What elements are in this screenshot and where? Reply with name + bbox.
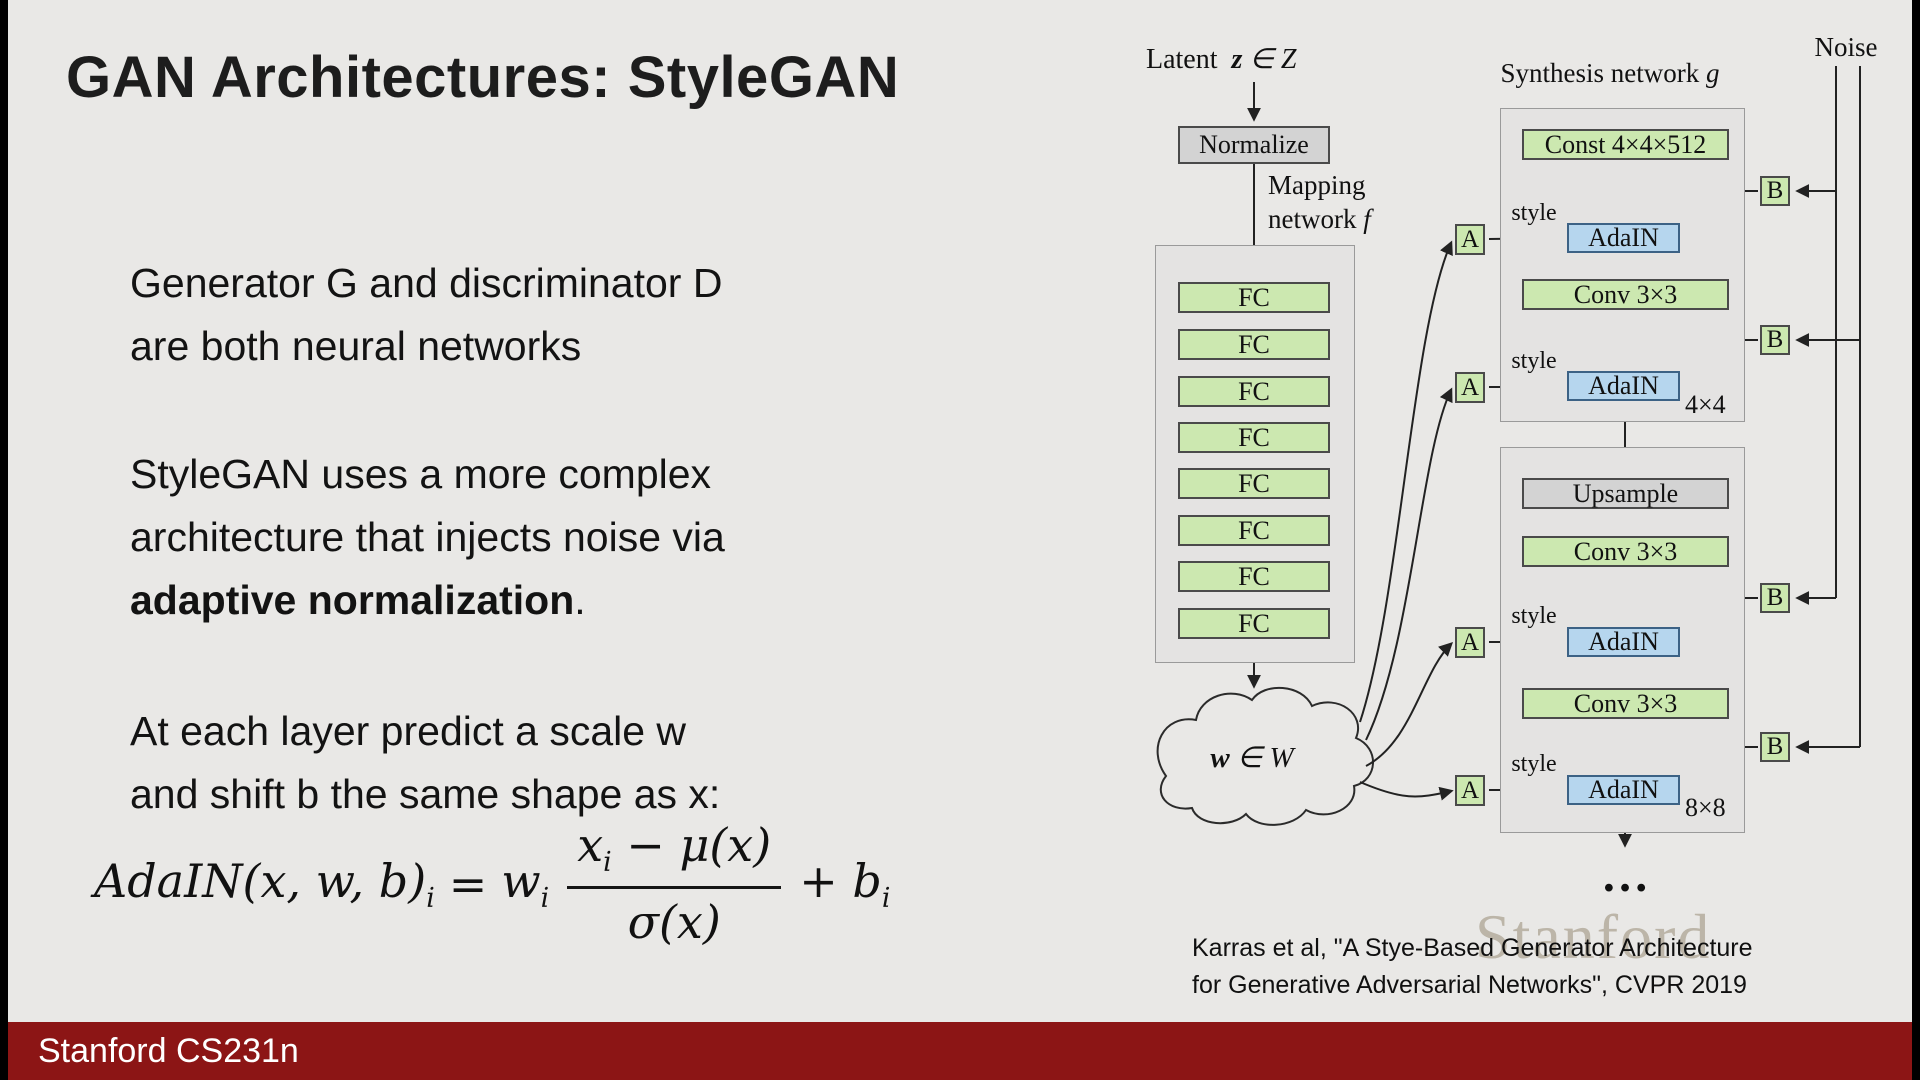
citation-line: for Generative Adversarial Networks", CV…	[1192, 971, 1747, 999]
noise-scale-b-box: B	[1760, 325, 1790, 355]
text-line: adaptive normalization.	[130, 569, 725, 632]
formula-denominator: σ(x)	[567, 886, 782, 949]
style-label: style	[1511, 348, 1557, 374]
adain-box: AdaIN	[1567, 627, 1680, 657]
paragraph-generator: Generator G and discriminator D are both…	[130, 252, 722, 378]
style-label: style	[1511, 751, 1557, 777]
formula-tail: + bi	[799, 853, 891, 914]
fc-layer-box: FC	[1178, 468, 1330, 499]
conv-box: Conv 3×3	[1522, 279, 1729, 310]
text-line: and shift b the same shape as x:	[130, 771, 721, 817]
formula-lhs: AdaIN(x, w, b)i	[94, 853, 435, 914]
synthesis-network-label: Synthesis network g	[1500, 58, 1720, 88]
fc-layer-box: FC	[1178, 561, 1330, 592]
w-cloud-label: w ∈ W	[1210, 742, 1294, 774]
text-line: architecture that injects noise via	[130, 514, 725, 560]
noise-scale-b-box: B	[1760, 176, 1790, 206]
noise-scale-b-box: B	[1760, 583, 1790, 613]
footer-course-label: Stanford CS231n	[38, 1031, 299, 1070]
style-affine-a-box: A	[1455, 372, 1485, 403]
text-period: .	[574, 577, 586, 623]
adain-box: AdaIN	[1567, 223, 1680, 253]
style-affine-a-box: A	[1455, 224, 1485, 255]
fc-layer-box: FC	[1178, 422, 1330, 453]
style-label: style	[1511, 603, 1557, 629]
page-title: GAN Architectures: StyleGAN	[66, 45, 900, 110]
mapping-network-container	[1155, 245, 1355, 663]
formula-coef: wi	[501, 853, 550, 914]
letterbox-left	[0, 0, 8, 1080]
text-line: At each layer predict a scale w	[130, 708, 687, 754]
fc-layer-box: FC	[1178, 282, 1330, 313]
latent-label: Latent z ∈ Z	[1146, 44, 1297, 75]
continuation-dots: …	[1601, 849, 1649, 902]
noise-scale-b-box: B	[1760, 732, 1790, 762]
text-line: Generator G and discriminator D	[130, 260, 723, 306]
style-label: style	[1511, 200, 1557, 226]
fc-layer-box: FC	[1178, 515, 1330, 546]
paragraph-adain-layers: At each layer predict a scale w and shif…	[130, 700, 720, 826]
resolution-label-8x8: 8×8	[1685, 793, 1726, 822]
normalize-box: Normalize	[1178, 126, 1330, 164]
resolution-label-4x4: 4×4	[1685, 390, 1726, 419]
style-affine-a-box: A	[1455, 775, 1485, 806]
conv-box: Conv 3×3	[1522, 536, 1729, 567]
adain-box: AdaIN	[1567, 371, 1680, 401]
latent-set: ∈ Z	[1249, 44, 1297, 75]
adain-formula: AdaIN(x, w, b)i = wi xi − μ(x) σ(x) + bi	[94, 818, 890, 949]
const-input-box: Const 4×4×512	[1522, 129, 1729, 160]
upsample-box: Upsample	[1522, 478, 1729, 509]
stanford-watermark: Stanford	[1475, 901, 1712, 972]
formula-fraction: xi − μ(x) σ(x)	[567, 818, 782, 949]
mapping-f-var: f	[1363, 204, 1371, 234]
citation-line: Karras et al, "A Stye-Based Generator Ar…	[1192, 934, 1753, 962]
text-line: StyleGAN uses a more complex	[130, 451, 712, 497]
fc-layer-box: FC	[1178, 376, 1330, 407]
letterbox-right	[1912, 0, 1920, 1080]
paragraph-stylegan: StyleGAN uses a more complex architectur…	[130, 443, 725, 632]
footer-bar: Stanford CS231n	[0, 1022, 1920, 1080]
noise-label: Noise	[1814, 32, 1878, 62]
formula-numerator: xi − μ(x)	[577, 818, 772, 879]
text-line: are both neural networks	[130, 323, 582, 369]
formula-equals: =	[448, 856, 488, 911]
citation-text: Karras et al, "A Stye-Based Generator Ar…	[1192, 930, 1753, 1004]
mapping-network-label: Mapping network f	[1268, 170, 1371, 234]
fc-layer-box: FC	[1178, 608, 1330, 639]
latent-z-var: z	[1231, 44, 1243, 75]
synthesis-g-var: g	[1706, 58, 1720, 88]
bold-adaptive-normalization: adaptive normalization	[130, 577, 575, 623]
conv-box: Conv 3×3	[1522, 688, 1729, 719]
style-affine-a-box: A	[1455, 627, 1485, 658]
synthesis-block-4x4	[1500, 108, 1745, 422]
fc-layer-box: FC	[1178, 329, 1330, 360]
adain-box: AdaIN	[1567, 775, 1680, 805]
